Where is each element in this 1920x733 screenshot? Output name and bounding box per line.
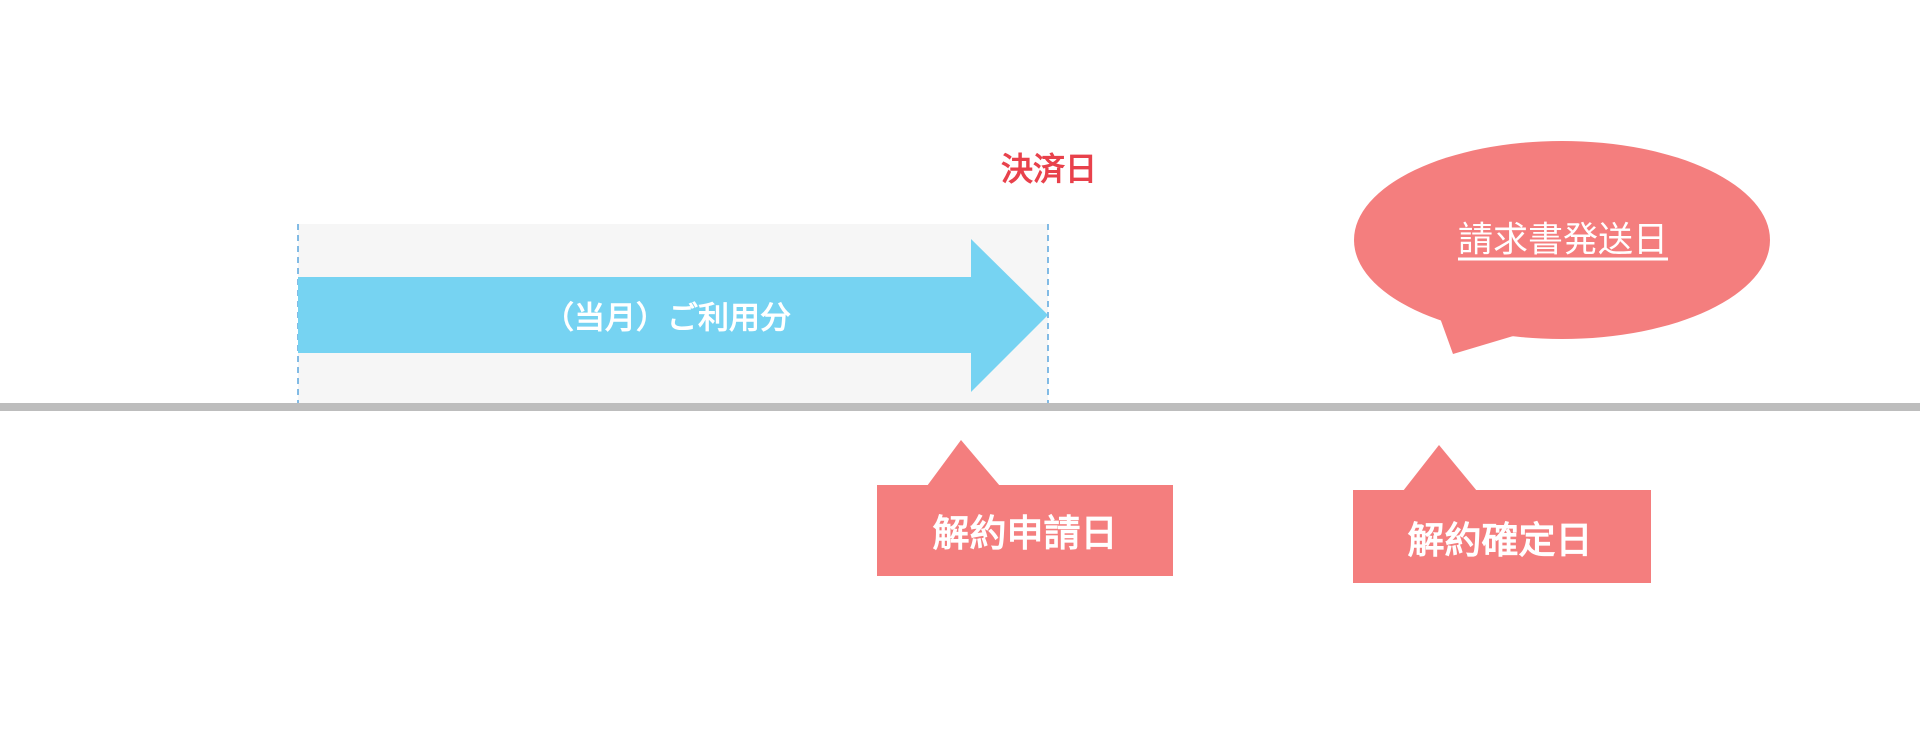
cancel-confirm-label: 解約確定日: [1407, 519, 1593, 562]
usage-arrow: [298, 239, 1048, 392]
usage-arrow-label: （当月）ご利用分: [543, 300, 791, 337]
cancel-request-box: [877, 485, 1173, 576]
speech-bubble-tail: [1440, 318, 1520, 354]
cancel-request-label: 解約申請日: [932, 512, 1118, 555]
timeline-axis: [0, 403, 1920, 411]
payment-date-label: 決済日: [1000, 150, 1098, 188]
cancel-request-pointer: [927, 440, 1000, 486]
cancel-confirm-pointer: [1403, 445, 1477, 491]
invoice-date-label: 請求書発送日: [1457, 220, 1669, 261]
cancel-confirm-box: [1353, 490, 1651, 583]
invoice-speech-bubble: [1354, 141, 1770, 339]
